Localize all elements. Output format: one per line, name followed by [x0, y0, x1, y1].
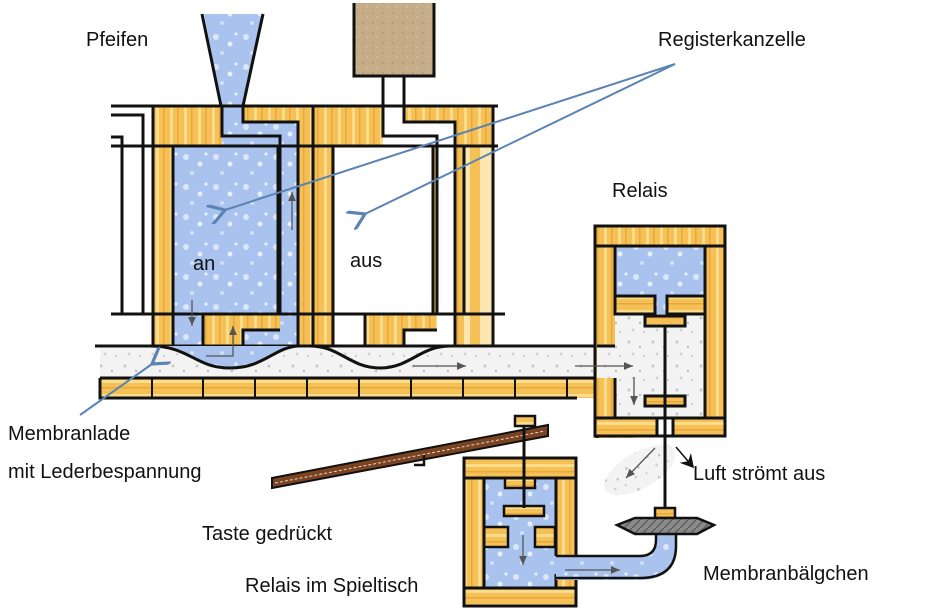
organ-key [271, 414, 549, 490]
pipe-foot-funnel [200, 13, 265, 108]
label-on: an [193, 253, 215, 275]
membrane-bellows [613, 506, 717, 536]
relay-upper [593, 224, 727, 510]
relay-console [462, 426, 578, 608]
wind-supply-box [352, 3, 436, 108]
label-console-relay: Relais im Spieltisch [245, 575, 418, 597]
label-membrane-chest-leather: mit Lederbespannung [8, 461, 201, 483]
label-register-channel: Registerkanzelle [658, 29, 806, 51]
flow-arrows [188, 192, 656, 574]
label-off: aus [350, 250, 382, 272]
air-out-arrow [675, 446, 694, 469]
label-air-out: Luft strömt aus [693, 463, 825, 485]
label-pipes: Pfeifen [86, 29, 148, 51]
label-membrane-bellows: Membranbälgchen [703, 563, 869, 585]
label-membrane-chest: Membranlade [8, 423, 130, 445]
register-chest [95, 104, 600, 348]
pneumatic-tube [556, 524, 678, 580]
membrane-chest-board [98, 376, 635, 438]
leather-membranes [149, 344, 451, 370]
pointer-lines [79, 63, 676, 416]
label-key-pressed: Taste gedrückt [202, 523, 333, 545]
label-relay: Relais [612, 180, 668, 202]
